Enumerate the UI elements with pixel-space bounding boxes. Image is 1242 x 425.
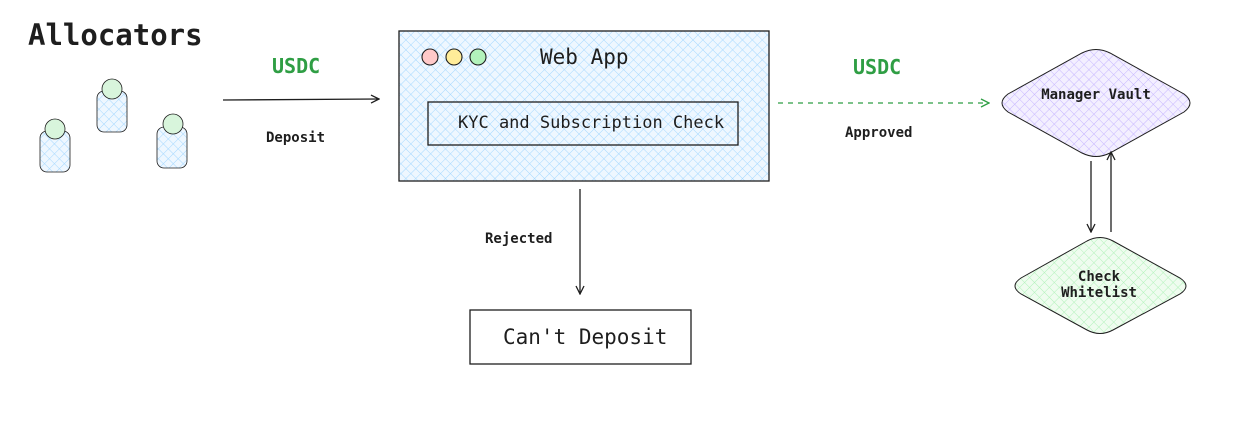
- deposit-arrow: [222, 99, 379, 100]
- window-dot-red-icon: [421, 48, 439, 66]
- approved-usdc-label: USDC: [853, 55, 902, 79]
- allocator-person-icon-2: [96, 78, 128, 133]
- cant-deposit-label: Can't Deposit: [503, 325, 668, 349]
- allocators-title: Allocators: [28, 18, 203, 52]
- check-whitelist-label: Check Whitelist: [1061, 269, 1137, 301]
- window-dot-yellow-icon: [445, 48, 463, 66]
- allocator-person-icon-1: [39, 118, 71, 173]
- kyc-check-label: KYC and Subscription Check: [458, 113, 725, 133]
- manager-vault-label: Manager Vault: [1041, 87, 1151, 103]
- cant-deposit-box: [469, 309, 692, 365]
- manager-vault-diamond: [1001, 49, 1191, 157]
- rejected-label: Rejected: [485, 231, 553, 247]
- deposit-label: Deposit: [266, 130, 326, 146]
- check-whitelist-diamond: [1014, 237, 1187, 334]
- web-app-title: Web App: [540, 45, 629, 69]
- web-app-window: [398, 30, 770, 182]
- window-dot-green-icon: [469, 48, 487, 66]
- approved-label: Approved: [845, 125, 913, 141]
- kyc-check-box: [427, 101, 739, 146]
- deposit-usdc-label: USDC: [272, 54, 321, 78]
- allocator-person-icon-3: [156, 113, 188, 169]
